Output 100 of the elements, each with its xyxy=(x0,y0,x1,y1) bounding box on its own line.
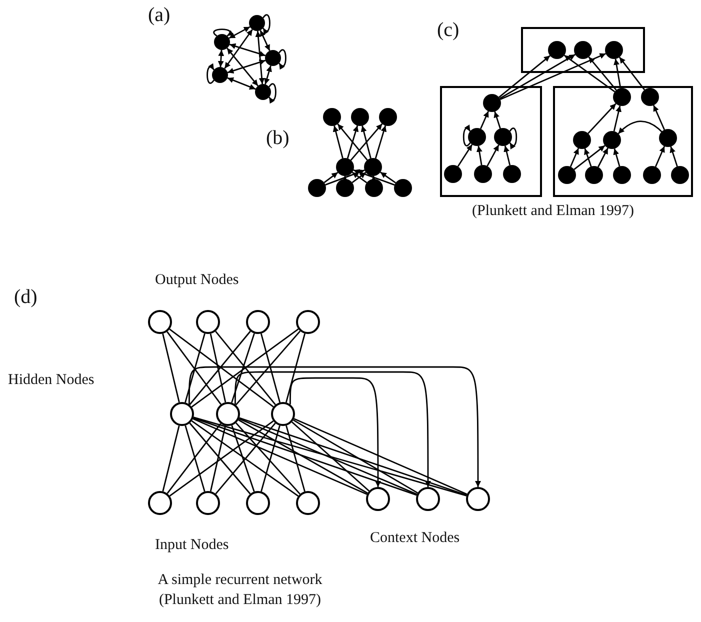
arrow xyxy=(346,125,359,159)
node-circle xyxy=(196,310,220,334)
node-circle xyxy=(296,491,320,515)
filled-node-circle xyxy=(212,67,228,83)
filled-node-circle xyxy=(548,41,566,59)
connection-line xyxy=(169,420,274,497)
text-label: Input Nodes xyxy=(155,537,229,554)
arrow xyxy=(498,55,550,98)
filled-node-circle xyxy=(613,88,631,106)
node-circle xyxy=(296,310,320,334)
self-loop-arrow xyxy=(268,83,276,104)
filled-node-circle xyxy=(308,179,326,197)
module-box xyxy=(440,86,542,197)
arrow xyxy=(500,52,606,100)
arrow xyxy=(564,54,616,92)
connection-line xyxy=(169,328,274,408)
arrow xyxy=(670,146,678,167)
filled-node-circle xyxy=(643,166,661,184)
filled-node-circle xyxy=(379,108,397,126)
connection-line xyxy=(210,426,226,492)
arrow xyxy=(353,169,395,186)
filled-node-circle xyxy=(444,165,462,183)
connection-line xyxy=(191,420,299,497)
text-label: Output Nodes xyxy=(155,272,239,289)
arrow xyxy=(229,43,266,57)
arrow xyxy=(486,144,500,166)
filled-node-circle xyxy=(671,166,689,184)
node-circle xyxy=(416,487,440,511)
arrow xyxy=(598,148,608,168)
filled-node-circle xyxy=(255,84,271,100)
node-circle xyxy=(366,487,390,511)
connection-line xyxy=(239,417,467,496)
connection-line xyxy=(192,418,368,495)
arrow xyxy=(360,126,372,158)
self-loop-arrow xyxy=(278,49,286,70)
connection-line xyxy=(231,333,255,403)
connection-line xyxy=(260,425,280,492)
connection-line xyxy=(294,418,468,495)
arrow xyxy=(342,176,348,182)
node-circle xyxy=(196,491,220,515)
node-circle xyxy=(148,310,172,334)
panel-label: (a) xyxy=(148,4,170,27)
connection-line xyxy=(193,416,467,496)
panel-label: (d) xyxy=(14,286,38,309)
arrow xyxy=(480,110,489,130)
connection-line xyxy=(191,328,299,408)
connection-line xyxy=(166,423,222,494)
filled-node-circle xyxy=(503,165,521,183)
filled-node-circle xyxy=(336,179,354,197)
connection-line xyxy=(285,333,306,403)
module-box xyxy=(553,86,693,197)
node-circle xyxy=(246,310,270,334)
text-label: (Plunkett and Elman 1997) xyxy=(472,203,634,220)
arrow xyxy=(380,172,396,184)
arrow xyxy=(476,146,482,166)
arrow xyxy=(614,58,622,88)
filled-node-circle xyxy=(558,166,576,184)
arrow xyxy=(337,124,368,160)
connection-line xyxy=(260,333,281,403)
filled-node-circle xyxy=(613,166,631,184)
filled-node-circle xyxy=(574,41,592,59)
self-loop-arrow xyxy=(213,28,234,36)
self-loop-arrow xyxy=(262,14,270,35)
arrow xyxy=(588,103,616,134)
arrow xyxy=(226,48,258,86)
arrow xyxy=(227,59,266,74)
filled-node-circle xyxy=(659,129,677,147)
filled-node-circle xyxy=(249,15,265,31)
panel-label: (c) xyxy=(437,19,460,42)
arrow xyxy=(494,111,501,129)
arrow xyxy=(350,123,383,161)
connection-line xyxy=(293,419,418,494)
arrow xyxy=(264,65,272,85)
filled-node-circle xyxy=(605,41,623,59)
filled-node-circle xyxy=(265,50,281,66)
self-loop-arrow xyxy=(509,128,518,150)
arrow xyxy=(613,148,620,167)
arrow xyxy=(504,146,511,166)
connection-line xyxy=(162,425,180,492)
filled-node-circle xyxy=(474,165,492,183)
arrow xyxy=(260,30,270,52)
arrow xyxy=(618,56,646,90)
arrow xyxy=(227,77,256,90)
self-loop-arrow xyxy=(206,63,214,84)
module-box xyxy=(521,27,645,73)
connection-line xyxy=(215,330,276,406)
filled-node-circle xyxy=(214,34,230,50)
connection-line xyxy=(166,331,222,405)
arrow xyxy=(570,148,580,167)
self-loop-arrow xyxy=(462,124,471,146)
arrow xyxy=(374,125,387,159)
connection-line xyxy=(193,417,417,496)
connection-line xyxy=(238,418,418,495)
arrow xyxy=(332,126,344,158)
node-circle xyxy=(148,491,172,515)
arrow xyxy=(574,144,606,170)
arrow xyxy=(324,172,338,184)
filled-node-circle xyxy=(468,128,486,146)
text-label: Context Nodes xyxy=(370,530,460,547)
filled-node-circle xyxy=(603,131,621,149)
